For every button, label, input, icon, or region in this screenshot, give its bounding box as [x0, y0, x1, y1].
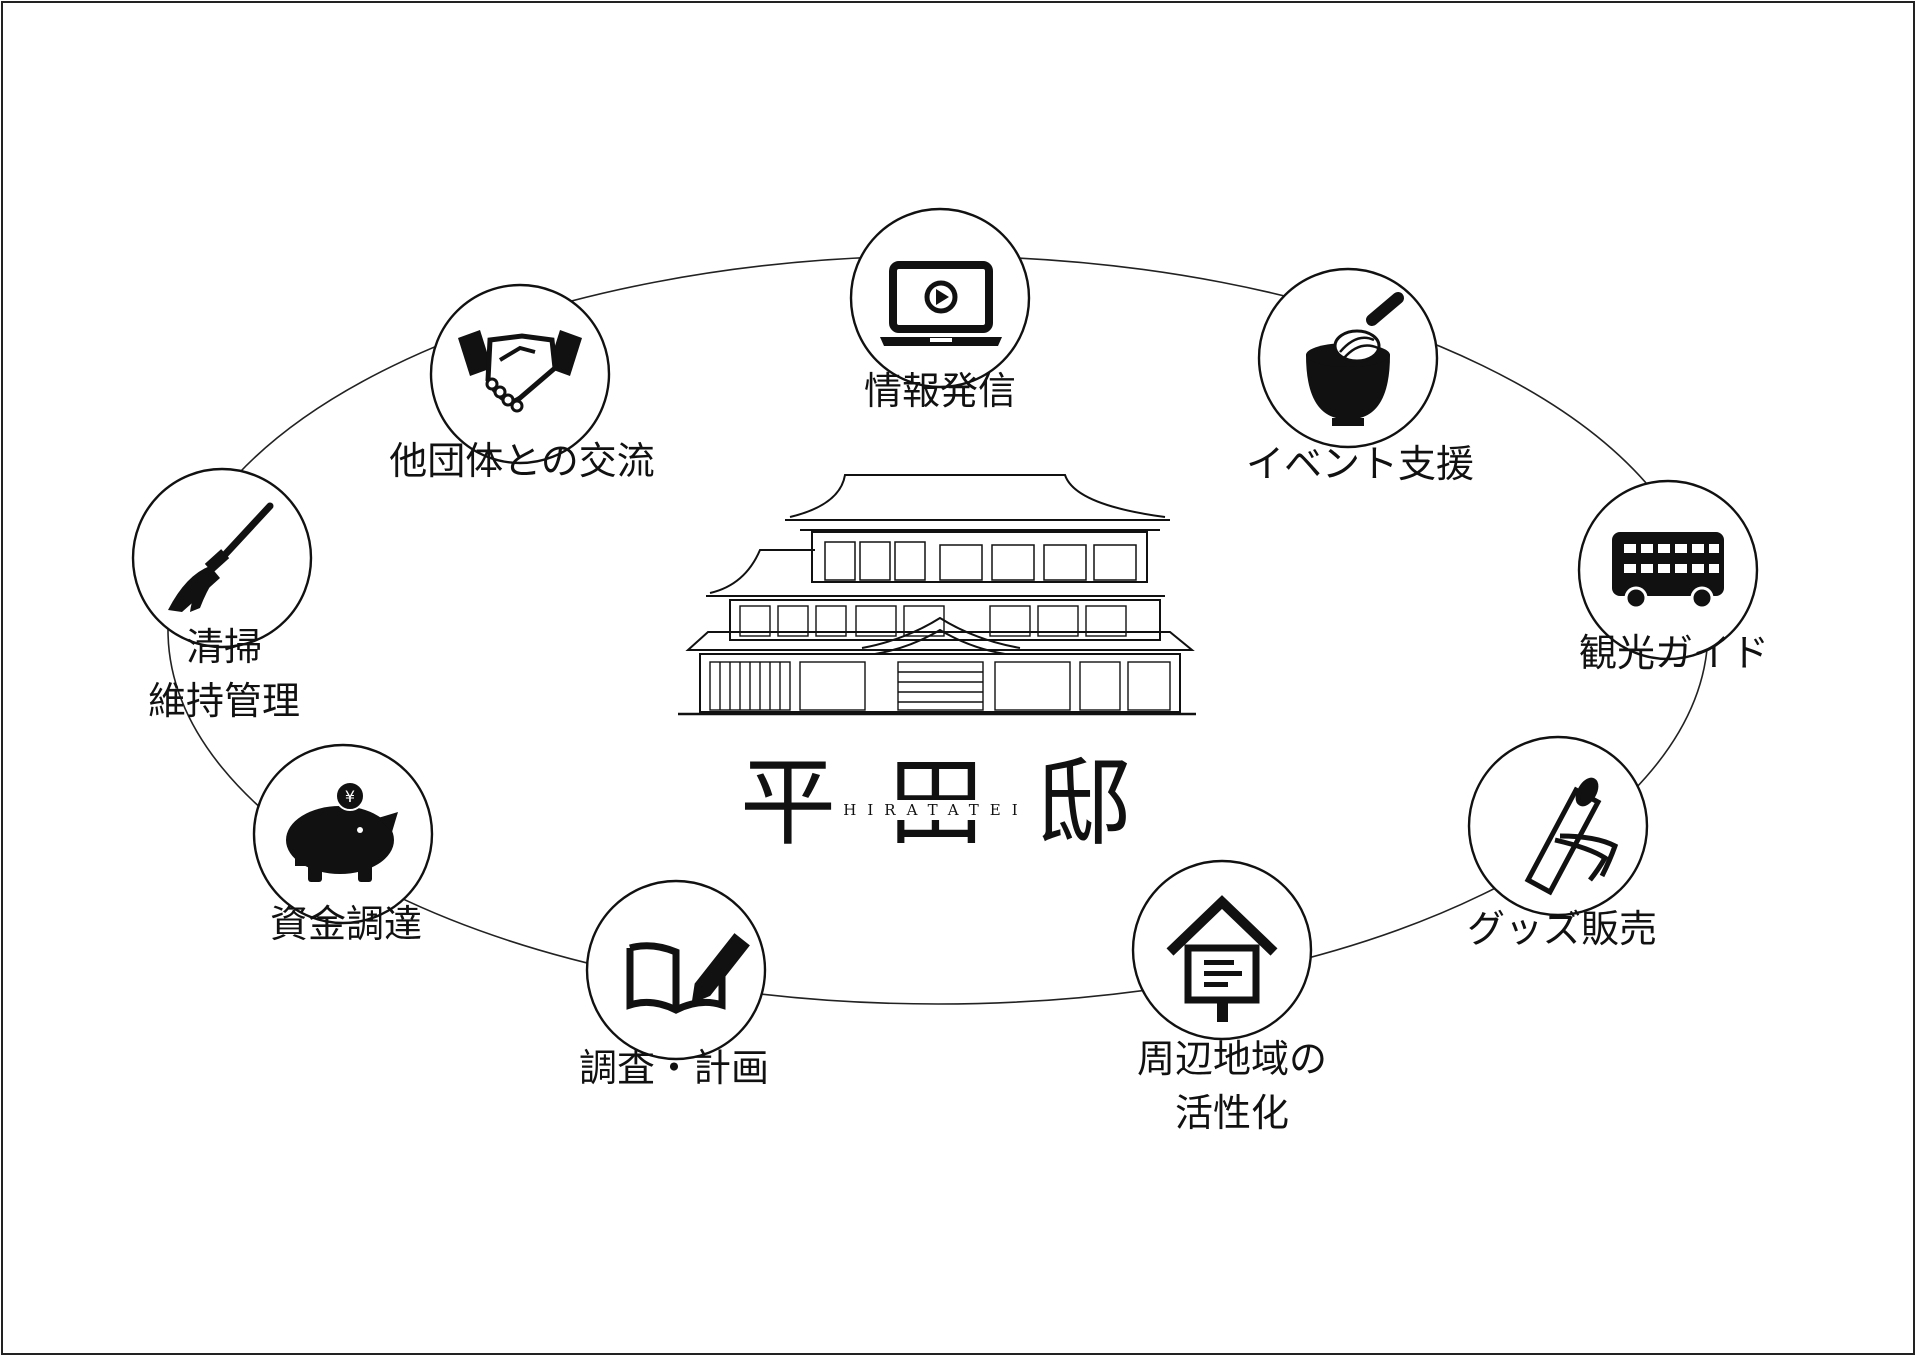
- label-cleaning: 清掃 維持管理: [147, 625, 301, 723]
- piggy-bank-yen-icon: ¥: [286, 781, 398, 882]
- title-char-tei: 邸: [1036, 747, 1132, 859]
- hiratatei-building-illustration: [678, 474, 1196, 716]
- rolled-towel-icon: [1524, 777, 1619, 896]
- hiratatei-title: 平 田 HIRATATEI 邸: [740, 748, 1140, 858]
- node-funding: ¥: [252, 743, 434, 925]
- node-goods: [1467, 735, 1649, 917]
- laptop-play-icon: [880, 261, 1002, 346]
- node-research: [585, 879, 767, 1061]
- notebook-pen-icon: [626, 933, 750, 1014]
- node-local: [1131, 859, 1313, 1041]
- label-event: イベント支援: [1245, 442, 1475, 486]
- title-romaji: HIRATATEI: [836, 800, 1036, 820]
- svg-text:¥: ¥: [345, 787, 355, 806]
- label-exchange: 他団体との交流: [389, 439, 655, 483]
- node-info: [849, 207, 1031, 389]
- label-funding: 資金調達: [269, 902, 423, 946]
- node-guide: [1577, 479, 1759, 661]
- node-exchange: [429, 283, 611, 465]
- double-decker-bus-icon: [1612, 532, 1724, 610]
- label-goods: グッズ販売: [1466, 907, 1658, 951]
- matcha-bowl-whisk-icon: [1306, 292, 1404, 426]
- label-research: 調査・計画: [578, 1046, 770, 1090]
- title-char-hira: 平: [740, 747, 836, 859]
- handshake-icon: [458, 330, 582, 413]
- label-info: 情報発信: [863, 369, 1017, 413]
- node-event: [1257, 267, 1439, 449]
- node-cleaning: [131, 467, 313, 649]
- broom-icon: [168, 502, 274, 612]
- label-local: 周辺地域の 活性化: [1136, 1037, 1328, 1135]
- notice-board-icon: [1166, 895, 1278, 1022]
- label-guide: 観光ガイド: [1578, 631, 1770, 675]
